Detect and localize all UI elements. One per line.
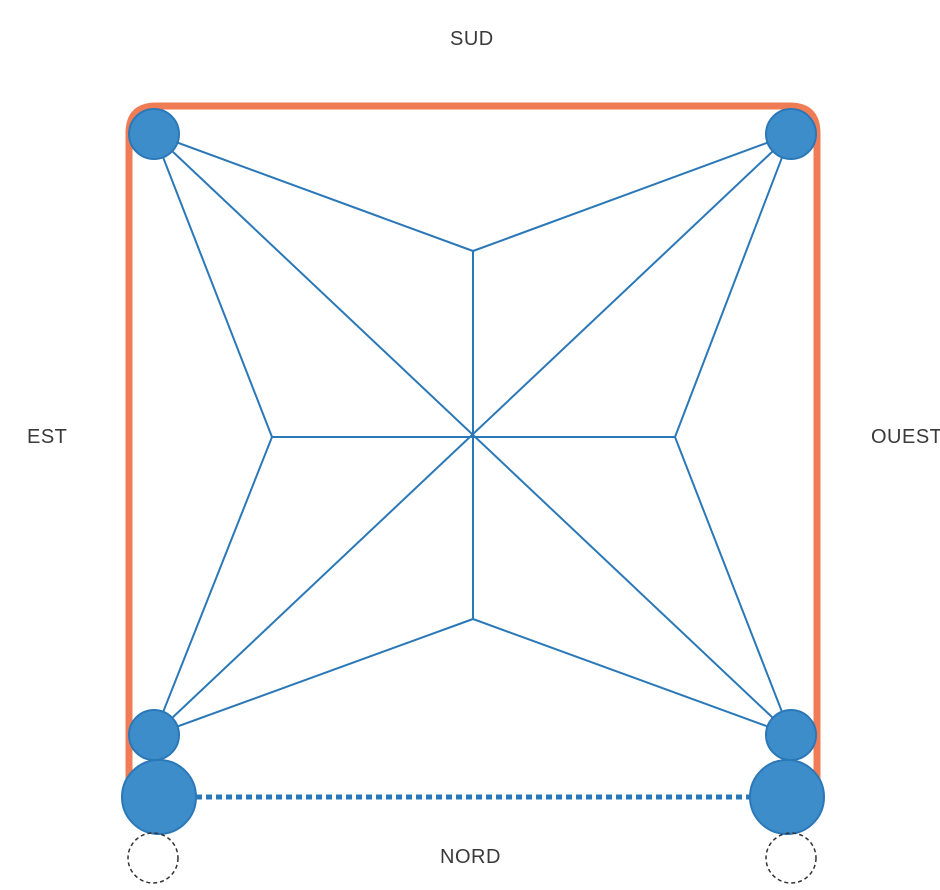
- node-top-left[interactable]: [128, 108, 180, 160]
- star-lines: [152, 132, 793, 737]
- node-bottom-left[interactable]: [128, 709, 180, 761]
- ghost-node-left: [127, 832, 179, 884]
- corner-nodes: [121, 108, 825, 835]
- label-nord: NORD: [440, 846, 501, 868]
- frame-outline: [125, 102, 821, 784]
- ghost-nodes: [127, 832, 817, 884]
- ghost-node-right: [765, 832, 817, 884]
- node-large-bottom-right[interactable]: [749, 759, 825, 835]
- node-top-right[interactable]: [765, 108, 817, 160]
- node-bottom-right[interactable]: [765, 709, 817, 761]
- label-est: EST: [27, 426, 68, 448]
- node-large-bottom-left[interactable]: [121, 759, 197, 835]
- label-sud: SUD: [450, 28, 494, 50]
- label-ouest: OUEST: [871, 426, 940, 448]
